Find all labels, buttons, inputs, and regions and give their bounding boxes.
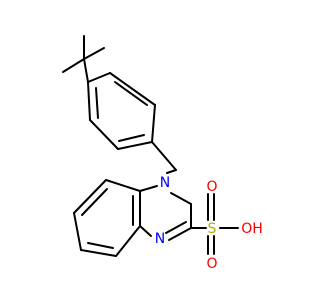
bond [87,81,91,121]
benzene-ring [87,72,156,150]
bond [118,134,145,142]
bond [81,188,108,216]
bond [73,179,107,214]
oxygen-top-label: O [206,179,217,195]
bond [73,212,82,251]
bond [114,81,148,106]
tert-butyl-group [62,35,105,83]
sulfonic-acid-group [190,193,239,255]
bond [95,87,99,119]
bond [170,192,192,205]
bond [105,179,141,192]
sulfur-label: S [208,221,217,237]
hydroxyl-label: OH [241,221,263,237]
bond [168,227,192,241]
oxygen-bottom-label: O [206,256,217,272]
bond [83,47,105,60]
bond [109,72,156,106]
structure-drawing: N N S O O OH [62,35,263,272]
bond [80,249,117,257]
bond [151,104,156,143]
nitrogen-3-label: N [155,231,165,247]
bond [115,225,141,257]
nitrogen-1-label: N [160,175,170,191]
bond [62,58,85,73]
methylene-linker [151,141,177,174]
bond [151,141,177,171]
bond [83,58,89,83]
bond [117,141,153,150]
benzimidazole-core [73,179,192,257]
bond [139,185,158,192]
bond [87,242,114,249]
bond [165,221,187,234]
bond [87,72,111,83]
bond [89,119,119,150]
molecule-canvas: N N S O O OH [62,35,263,272]
bond [139,225,152,237]
bond [166,169,177,174]
